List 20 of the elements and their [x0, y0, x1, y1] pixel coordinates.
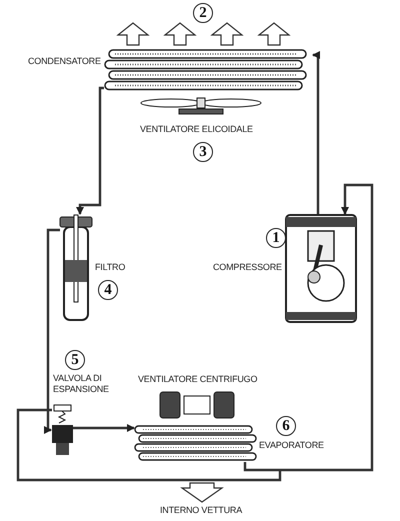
callout-number: 1	[266, 228, 286, 248]
pipe-arrow	[244, 184, 374, 472]
component-label: VALVOLA DI ESPANSIONE	[53, 373, 110, 395]
callout-number: 4	[98, 280, 118, 300]
component-label: VENTILATORE CENTRIFUGO	[138, 374, 258, 385]
callout-number: 2	[193, 3, 213, 23]
pipe-arrow	[73, 424, 135, 432]
pipe-arrow	[312, 51, 320, 215]
pipe-arrow	[44, 228, 60, 434]
component-label: FILTRO	[95, 262, 125, 273]
caption-label: INTERNO VETTURA	[160, 505, 244, 516]
callout-number: 5	[65, 350, 85, 370]
pipe-line	[16, 408, 282, 482]
component-label: CONDENSATORE	[28, 56, 102, 67]
component-label: VENTILATORE ELICOIDALE	[140, 124, 254, 135]
component-label: COMPRESSORE	[213, 262, 283, 273]
callout-number: 3	[193, 142, 213, 162]
pipe-arrow	[76, 86, 104, 215]
component-label: EVAPORATORE	[259, 440, 323, 451]
callout-number: 6	[276, 416, 296, 436]
